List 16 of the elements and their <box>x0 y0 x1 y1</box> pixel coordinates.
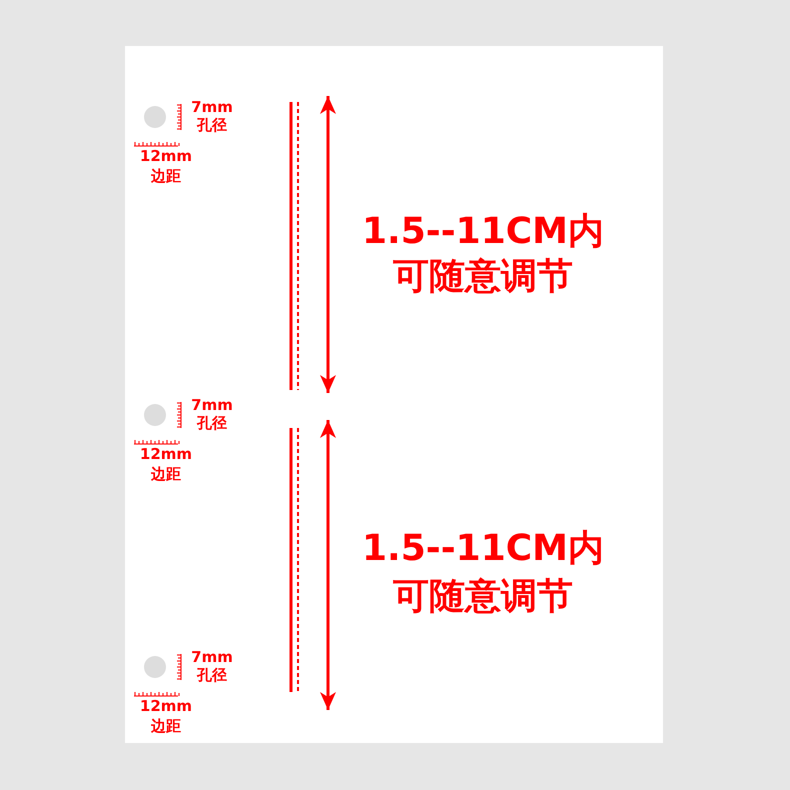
margin-label: 边距 <box>151 719 181 734</box>
margin-value: 12mm <box>140 699 192 714</box>
margin-label: 边距 <box>151 169 181 184</box>
range-note: 1.5--11CM内 <box>362 531 604 567</box>
margin-value: 12mm <box>140 447 192 462</box>
hole-size-label: 孔径 <box>197 416 227 431</box>
range-note: 1.5--11CM内 <box>362 214 604 250</box>
range-note: 可随意调节 <box>393 579 573 615</box>
range-note: 可随意调节 <box>393 259 573 295</box>
hole-size-label: 孔径 <box>197 118 227 133</box>
hole-size-value: 7mm <box>191 650 233 665</box>
margin-value: 12mm <box>140 149 192 164</box>
hole-size-value: 7mm <box>191 398 233 413</box>
margin-label: 边距 <box>151 467 181 482</box>
hole-size-label: 孔径 <box>197 668 227 683</box>
hole-size-value: 7mm <box>191 100 233 115</box>
